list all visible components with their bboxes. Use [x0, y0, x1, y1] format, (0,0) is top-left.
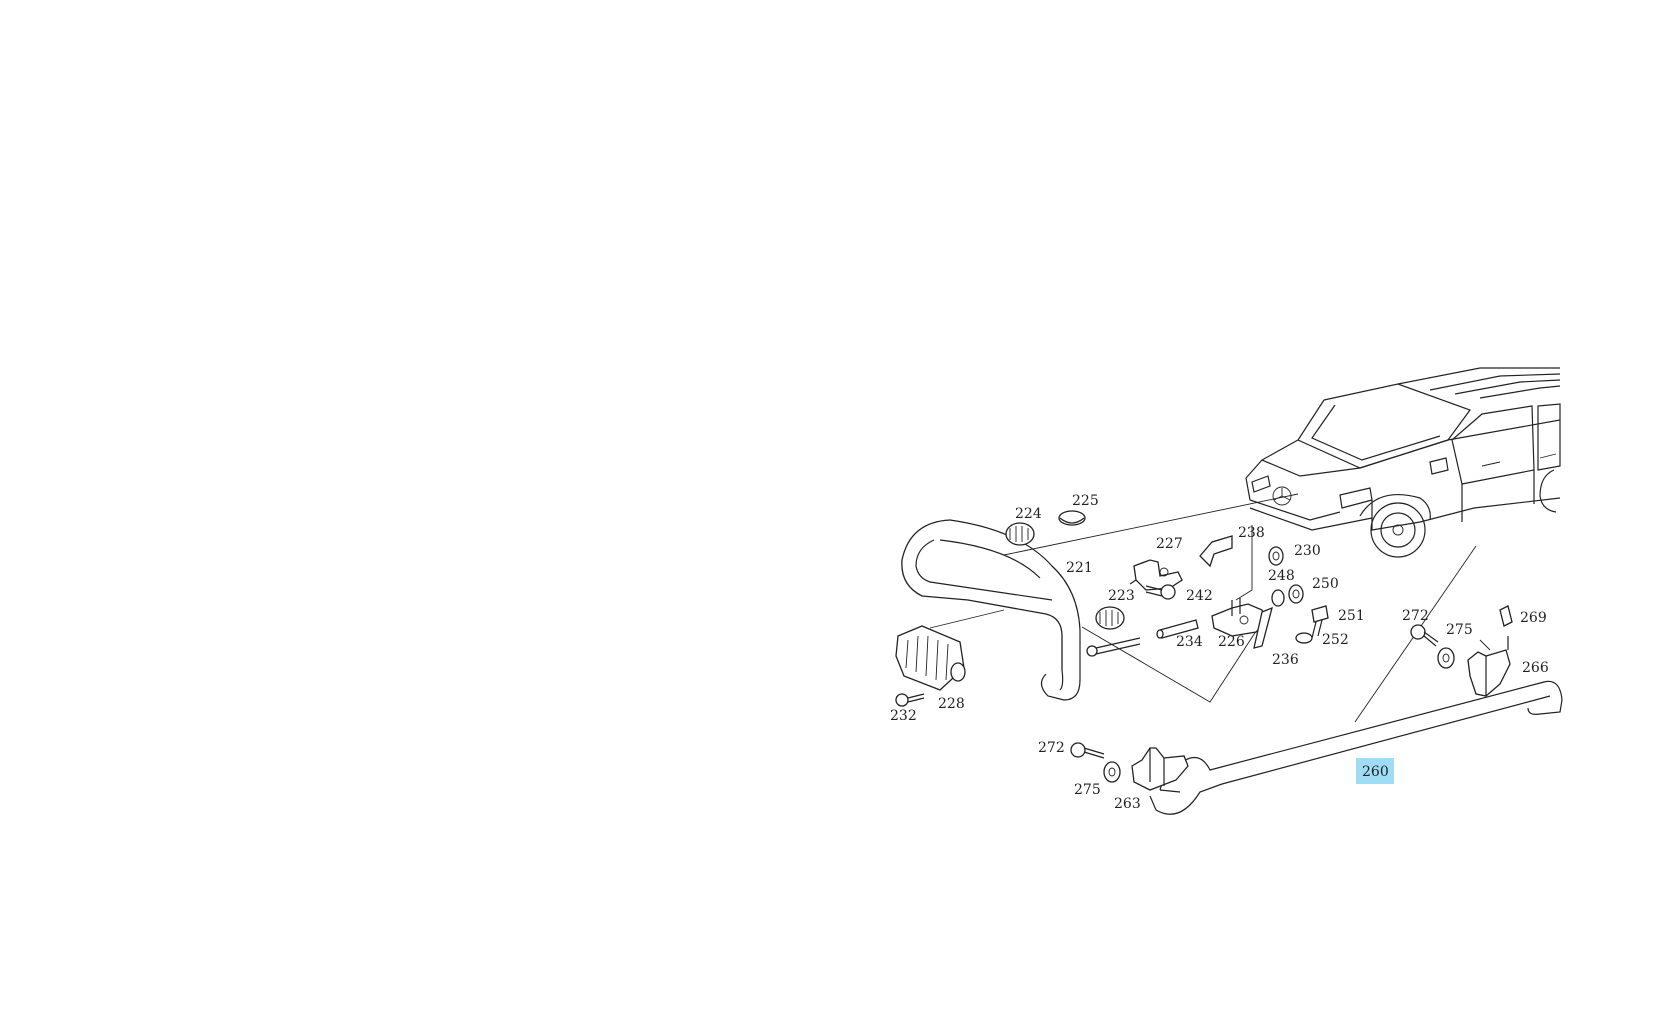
front-guard-bar: [901, 519, 1081, 701]
label-230: 230: [1294, 543, 1321, 559]
part-251-bolt: [1311, 605, 1329, 639]
label-269: 269: [1520, 610, 1547, 626]
label-234: 234: [1176, 634, 1203, 650]
part-275-washer-left: [1103, 761, 1121, 783]
part-263-bracket: [1131, 747, 1189, 791]
part-269-clip: [1499, 605, 1513, 627]
label-250: 250: [1312, 576, 1339, 592]
part-248-washer: [1271, 589, 1285, 607]
label-263: 263: [1114, 796, 1141, 812]
part-252-washer: [1295, 632, 1313, 644]
part-266-bracket: [1467, 636, 1511, 697]
label-228: 228: [938, 696, 965, 712]
label-266: 266: [1522, 660, 1549, 676]
label-226: 226: [1218, 634, 1245, 650]
part-236-strap: [1253, 606, 1273, 649]
part-labels: 224 225 221 223 227 238 230 248 250 242 …: [890, 493, 1549, 812]
vehicle-illustration: [1245, 367, 1561, 558]
label-272-right: 272: [1402, 608, 1429, 624]
part-232-screw: [895, 693, 925, 707]
label-223: 223: [1108, 588, 1135, 604]
label-227: 227: [1156, 536, 1183, 552]
label-242: 242: [1186, 588, 1213, 604]
part-275-washer-right: [1437, 647, 1455, 669]
label-251: 251: [1338, 608, 1365, 624]
label-275-right: 275: [1446, 622, 1473, 638]
label-272-left: 272: [1038, 740, 1065, 756]
part-238-bracket: [1199, 535, 1233, 568]
part-272-bolt-left: [1070, 742, 1105, 759]
label-238: 238: [1238, 525, 1265, 541]
highlight-260: [1356, 758, 1394, 784]
part-250-nut: [1288, 584, 1304, 604]
part-224-grommet: [1005, 522, 1035, 546]
part-225-plug: [1058, 510, 1086, 526]
label-232: 232: [890, 708, 917, 724]
label-275-left: 275: [1074, 782, 1101, 798]
part-230-nut: [1268, 546, 1284, 566]
part-242-bolt: [1145, 584, 1176, 600]
label-225: 225: [1072, 493, 1099, 509]
label-221: 221: [1066, 560, 1093, 576]
label-224: 224: [1015, 506, 1042, 522]
side-bar: [1149, 680, 1563, 815]
label-260: 260: [1362, 764, 1389, 780]
part-272-bolt-right: [1410, 624, 1439, 647]
bar-bolt: [1086, 637, 1141, 657]
label-236: 236: [1272, 652, 1299, 668]
part-234-sleeve: [1156, 619, 1199, 639]
part-228-reflector: [895, 625, 966, 691]
part-223-grommet: [1095, 606, 1125, 630]
label-248: 248: [1268, 568, 1295, 584]
part-227-bracket: [1129, 559, 1183, 591]
label-252: 252: [1322, 632, 1349, 648]
